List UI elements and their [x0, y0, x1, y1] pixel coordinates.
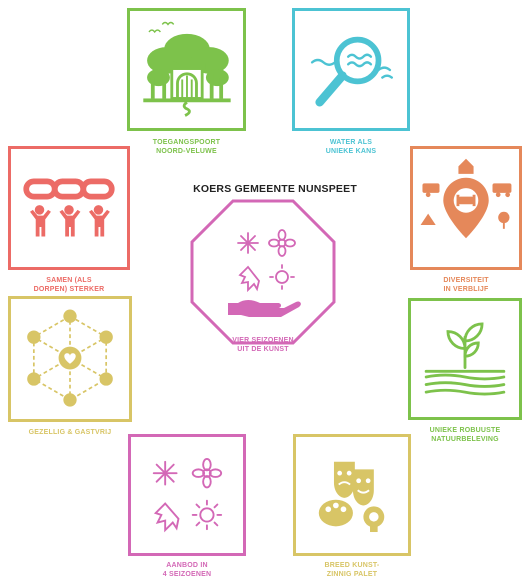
- caption-kunst: BREED KUNST-ZINNIG PALET: [324, 562, 380, 578]
- magnifier-water-icon: [310, 36, 393, 107]
- tile-aanbod: [128, 434, 246, 556]
- chain-people-icon: [23, 178, 115, 237]
- tile-natuur: [408, 298, 522, 420]
- caption-gezellig: GEZELLIG & GASTVRIJ: [28, 429, 112, 436]
- center-octagon: [190, 199, 336, 345]
- hexagon-network-icon: [27, 309, 113, 407]
- seasons-hand-icon: [190, 199, 336, 345]
- sprout-field-icon: [424, 322, 506, 396]
- four-seasons-icon: [152, 457, 223, 533]
- tile-samen: [8, 146, 130, 270]
- theatre-masks-palette-icon: [318, 461, 385, 533]
- tile-toegangspoort: [127, 8, 246, 131]
- tile-diversiteit: [410, 146, 522, 270]
- tile-gezellig: [8, 296, 132, 422]
- forest-gate-icon: [143, 21, 231, 117]
- tile-kunst: [293, 434, 411, 556]
- page-title: KOERS GEMEENTE NUNSPEET: [193, 183, 357, 195]
- tile-water: [292, 8, 410, 131]
- map-pin-accommodation-icon: [420, 158, 512, 239]
